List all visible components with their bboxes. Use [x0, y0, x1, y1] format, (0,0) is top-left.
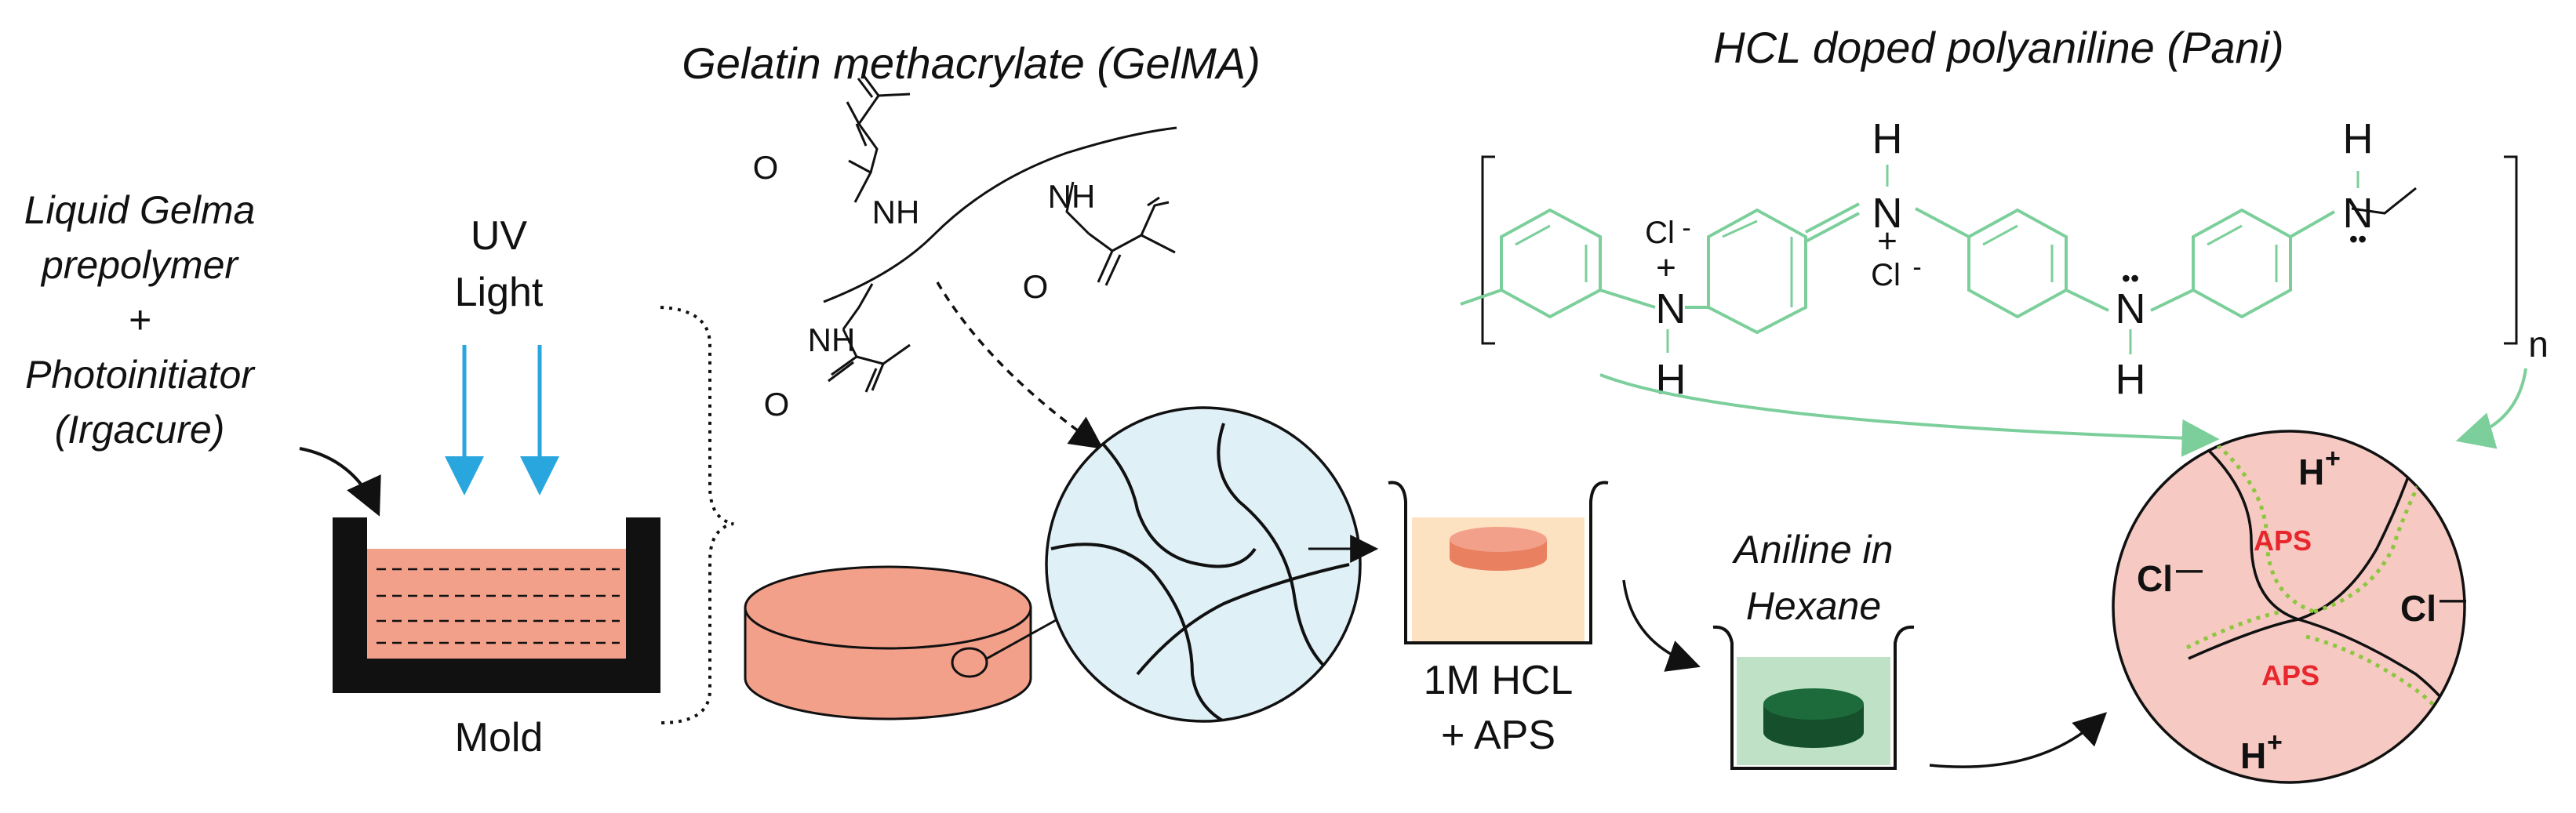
- mold-gel: [367, 549, 626, 659]
- dotted-brace: [660, 306, 734, 724]
- pani-arrow-left: [1599, 373, 2220, 457]
- mold-walls: [333, 517, 660, 693]
- pani-title: HCL doped polyaniline (Pani): [1713, 23, 2283, 72]
- pani-n-1: N: [1656, 285, 1686, 332]
- prepolymer-line-1: Liquid Gelma: [24, 188, 256, 232]
- gelma-nh-3: NH: [808, 321, 856, 358]
- pani-plus-2: +: [1877, 222, 1897, 260]
- doped-cl-minus-right: Cl —: [2400, 585, 2466, 629]
- gelma-o-1: O: [753, 149, 779, 186]
- pani-bracket-right: [2504, 155, 2518, 345]
- doped-cl-left-charge: —: [2176, 555, 2203, 585]
- pani-plus-1: +: [1656, 249, 1676, 287]
- doped-h-bottom: H: [2240, 735, 2266, 776]
- pani-disc: [1763, 688, 1864, 748]
- doped-h-plus-bottom: H +: [2240, 728, 2283, 776]
- pani-lone-pair-1: ••: [2122, 264, 2139, 292]
- prepolymer-arrow: [299, 447, 381, 517]
- doped-cl-minus-left: Cl —: [2137, 555, 2203, 599]
- aniline-label: Aniline in Hexane: [1732, 528, 1894, 628]
- gelma-backbone: [823, 126, 1177, 303]
- doped-pani-4: [2313, 461, 2432, 614]
- doped-cl-right: Cl: [2400, 588, 2436, 629]
- mold: [333, 517, 660, 693]
- doped-h-plus-top: H +: [2298, 444, 2341, 492]
- prepolymer-line-4: Photoinitiator: [25, 353, 256, 397]
- network-chain-3: [1217, 423, 1335, 676]
- doped-cl-left: Cl: [2137, 558, 2173, 599]
- pani-arrow-right: [2455, 368, 2527, 449]
- hcl-line-2: + APS: [1441, 713, 1555, 758]
- prepolymer-line-2: prepolymer: [40, 243, 239, 287]
- network-chain-1: [1097, 437, 1257, 568]
- pani-cl-2-charge: -: [1912, 252, 1921, 282]
- doped-network: H + H + Cl — Cl — APS APS: [2112, 430, 2466, 784]
- aniline-line-2: Hexane: [1746, 584, 1881, 628]
- hydrogel-network: [1045, 406, 1362, 723]
- zoom-line: [986, 618, 1058, 660]
- pani-n-subscript: n: [2528, 324, 2549, 365]
- pani-h-3: H: [2116, 356, 2146, 403]
- hcl-label: 1M HCL + APS: [1424, 658, 1574, 758]
- uv-line-1: UV: [471, 213, 528, 259]
- hcl-to-aniline-arrow: [1622, 579, 1701, 672]
- gelma-atoms: O NH NH O NH O: [753, 149, 1096, 423]
- pani-lone-pair-2: ••: [2349, 225, 2367, 253]
- doped-pani-2: [2185, 609, 2283, 650]
- aps-label-bottom: APS: [2261, 659, 2319, 691]
- pani-h-4: H: [2343, 115, 2374, 162]
- gelma-nh-2: NH: [1048, 178, 1096, 215]
- network-chain-4: [1136, 563, 1350, 676]
- gelma-structure: [823, 74, 1177, 393]
- gelma-nh-1: NH: [872, 194, 920, 230]
- hcl-beaker: [1388, 481, 1609, 644]
- gel-disc: [744, 565, 1032, 720]
- gelma-o-2: O: [1023, 268, 1049, 305]
- mold-label: Mold: [455, 715, 544, 760]
- doped-cl-right-charge: —: [2440, 585, 2466, 615]
- doped-pani-1: [2209, 437, 2315, 614]
- doped-h-bottom-charge: +: [2267, 728, 2283, 757]
- prepolymer-line-5: (Irgacure): [55, 408, 225, 452]
- pani-n-4: N: [2343, 190, 2374, 237]
- gelma-to-network-arrow: [936, 281, 1104, 449]
- pani-n-3: N: [2116, 285, 2146, 332]
- pani-h-2: H: [1872, 115, 1903, 162]
- pani-cl-2: Cl: [1871, 258, 1901, 292]
- gelma-o-3: O: [764, 386, 790, 423]
- pani-cl-1-charge: -: [1682, 213, 1690, 243]
- uv-line-2: Light: [455, 270, 544, 315]
- prepolymer-line-3: +: [128, 298, 151, 342]
- aniline-to-doped-arrow: [1929, 712, 2108, 768]
- pani-ring-1: [1500, 208, 1602, 319]
- pani-ring-2: [1707, 208, 1807, 335]
- pani-structure: n: [1460, 115, 2549, 403]
- aniline-beaker: [1712, 625, 1915, 770]
- hcl-disc: [1450, 527, 1547, 571]
- zoom-marker: [951, 647, 988, 678]
- doped-chain-2: [2188, 454, 2418, 660]
- hcl-line-1: 1M HCL: [1424, 658, 1574, 703]
- network-chain-2: [1050, 543, 1225, 721]
- pani-n-2: N: [1872, 190, 1903, 237]
- pani-cl-1: Cl: [1645, 216, 1675, 250]
- aniline-line-1: Aniline in: [1732, 528, 1894, 572]
- doped-h-top-charge: +: [2325, 444, 2341, 474]
- pani-bracket-left: [1481, 155, 1495, 345]
- doped-h-top: H: [2298, 452, 2324, 492]
- aps-label-top: APS: [2254, 524, 2312, 557]
- gelma-title: Gelatin methacrylate (GelMA): [682, 38, 1261, 88]
- prepolymer-label: Liquid Gelma prepolymer + Photoinitiator…: [24, 188, 257, 452]
- uv-label: UV Light: [455, 213, 544, 315]
